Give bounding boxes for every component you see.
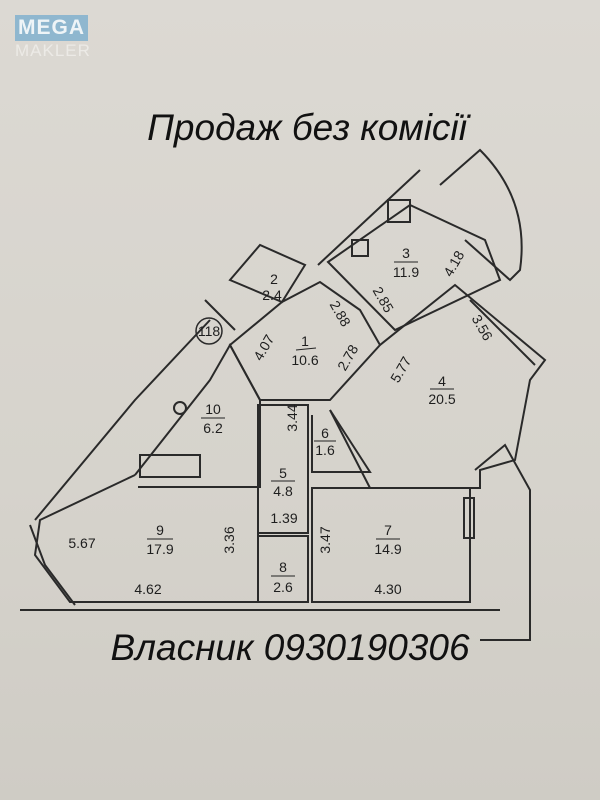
room-area: 2.4	[262, 287, 282, 303]
room-number: 7	[384, 522, 392, 538]
room-number: 10	[205, 401, 221, 417]
dimension: 4.62	[134, 581, 161, 597]
room-number: 3	[402, 245, 410, 261]
apartment-number-badge: 118	[195, 317, 223, 345]
room-area: 10.6	[291, 352, 318, 368]
room-3: 311.9	[393, 245, 419, 280]
room-area: 14.9	[374, 541, 401, 557]
dimension: 4.30	[374, 581, 401, 597]
room-labels: 110.6 22.4 311.9 420.5 54.8 61.6 714.9 8…	[146, 245, 455, 595]
walls	[20, 148, 547, 641]
dimension: 4.18	[440, 248, 468, 280]
room-area: 4.8	[273, 483, 293, 499]
logo-makler: MAKLER	[15, 41, 91, 60]
logo-mega: MEGA	[15, 15, 88, 41]
room-9: 917.9	[146, 522, 173, 557]
mega-makler-logo: MEGA MAKLER	[15, 15, 99, 61]
apartment-number: 118	[198, 323, 221, 339]
room-area: 1.6	[315, 442, 335, 458]
dimension: 3.47	[317, 526, 333, 553]
room-area: 2.6	[273, 579, 293, 595]
title-text: Продаж без комісії	[147, 107, 472, 148]
room-10: 106.2	[201, 401, 225, 436]
room-area: 20.5	[428, 391, 455, 407]
room-number: 4	[438, 373, 446, 389]
dimension: 5.77	[387, 354, 415, 386]
room-number: 1	[301, 333, 309, 349]
room-number: 8	[279, 559, 287, 575]
owner-contact-text: Власник 0930190306	[110, 627, 470, 668]
room-4: 420.5	[428, 373, 455, 407]
dimension: 4.07	[250, 332, 278, 364]
room-area: 11.9	[393, 264, 419, 280]
room-2: 22.4	[262, 271, 282, 303]
room-7: 714.9	[374, 522, 401, 557]
room-1: 110.6	[291, 333, 318, 368]
room-5: 54.8	[271, 465, 295, 499]
room-number: 6	[321, 425, 329, 441]
dimension: 5.67	[68, 535, 95, 551]
dimension: 3.36	[221, 526, 237, 553]
dimension: 3.44	[284, 404, 300, 431]
dimension: 1.39	[270, 510, 297, 526]
dimension: 2.85	[370, 284, 398, 316]
room-number: 2	[270, 271, 278, 287]
room-6: 61.6	[314, 425, 336, 458]
room-8: 82.6	[271, 559, 295, 595]
room-number: 9	[156, 522, 164, 538]
room-area: 6.2	[203, 420, 223, 436]
room-number: 5	[279, 465, 287, 481]
room-area: 17.9	[146, 541, 173, 557]
